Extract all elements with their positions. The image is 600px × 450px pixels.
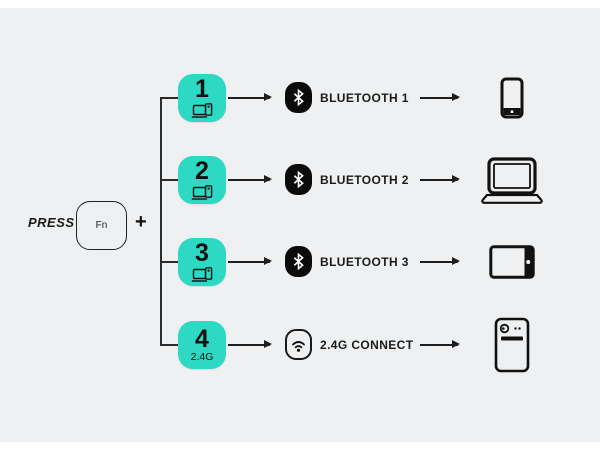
laptop-icon <box>478 132 546 228</box>
connector-trunk-line <box>160 97 162 346</box>
laptop-and-phone-icon <box>191 102 212 118</box>
bluetooth-icon <box>285 164 312 195</box>
key-number: 2 <box>195 156 209 185</box>
fn-key-label: Fn <box>95 220 108 231</box>
connection-label: BLUETOOTH 2 <box>320 173 409 187</box>
tablet-icon <box>478 214 546 310</box>
key-number: 4 <box>195 324 209 353</box>
key-number: 3 <box>195 238 209 267</box>
arrow-mode-to-device <box>420 94 460 101</box>
key-4: 4 2.4G <box>178 321 226 369</box>
arrow-mode-to-device <box>420 258 460 265</box>
key-2: 2 <box>178 156 226 204</box>
arrow-key-to-mode <box>228 341 272 348</box>
key-sublabel: 2.4G <box>190 350 214 363</box>
connector-branch-line <box>160 179 180 181</box>
connector-branch-line <box>160 97 180 99</box>
arrow-key-to-mode <box>228 176 272 183</box>
fn-key: Fn <box>76 201 127 250</box>
pairing-row-2-4g: 4 2.4G 2.4G CONNECT <box>0 297 600 393</box>
connection-label: BLUETOOTH 3 <box>320 255 409 269</box>
press-label: PRESS <box>28 215 75 230</box>
connection-label: BLUETOOTH 1 <box>320 91 409 105</box>
pairing-row-bluetooth-3: 3 BLUETOOTH 3 <box>0 214 600 310</box>
key-1: 1 <box>178 74 226 122</box>
key-3: 3 <box>178 238 226 286</box>
connector-branch-line <box>160 261 180 263</box>
arrow-mode-to-device <box>420 176 460 183</box>
bluetooth-icon <box>285 82 312 113</box>
connection-label: 2.4G CONNECT <box>320 338 414 352</box>
plus-sign: + <box>135 211 147 233</box>
arrow-mode-to-device <box>420 341 460 348</box>
smartphone-icon <box>478 50 546 146</box>
arrow-key-to-mode <box>228 258 272 265</box>
key-number: 1 <box>195 74 209 103</box>
usb-receiver-wifi-icon <box>285 329 312 360</box>
desktop-tower-icon <box>478 297 546 393</box>
bluetooth-icon <box>285 246 312 277</box>
laptop-and-phone-icon <box>191 266 212 282</box>
pairing-row-bluetooth-1: 1 BLUETOOTH 1 <box>0 50 600 146</box>
pairing-row-bluetooth-2: 2 BLUETOOTH 2 <box>0 132 600 228</box>
arrow-key-to-mode <box>228 94 272 101</box>
laptop-and-phone-icon <box>191 184 212 200</box>
connector-branch-line <box>160 344 180 346</box>
